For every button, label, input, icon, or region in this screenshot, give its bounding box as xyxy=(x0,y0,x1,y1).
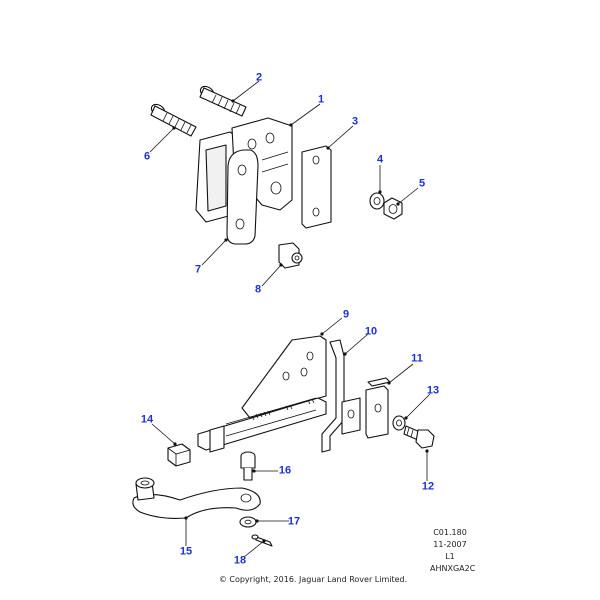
callout-13: 13 xyxy=(426,384,440,397)
callout-10: 10 xyxy=(364,325,378,338)
callout-2: 2 xyxy=(255,71,263,84)
part-16-stud xyxy=(240,451,256,481)
copyright-notice: © Copyright, 2016. Jaguar Land Rover Lim… xyxy=(218,575,408,584)
part-17-washer xyxy=(239,516,257,528)
callout-7: 7 xyxy=(194,263,202,276)
callout-16: 16 xyxy=(278,464,292,477)
callout-14: 14 xyxy=(140,413,154,426)
part-6-bolt xyxy=(150,103,197,137)
callout-1: 1 xyxy=(317,93,325,106)
leader-lines xyxy=(149,80,431,558)
part-11-hinge-bracket xyxy=(341,377,391,439)
part-12-bolt xyxy=(403,425,435,449)
part-2-bolt xyxy=(199,85,247,117)
part-7-hinge-plate xyxy=(226,149,259,245)
part-3-plate xyxy=(301,145,332,229)
figure-level: L1 xyxy=(445,552,455,561)
callout-15: 15 xyxy=(179,545,193,558)
part-18-split-pin xyxy=(251,534,273,547)
callout-11: 11 xyxy=(411,352,423,365)
part-13-washer xyxy=(392,415,406,431)
figure-id: AHNXGA2C xyxy=(430,564,476,573)
callout-5: 5 xyxy=(418,177,426,190)
callout-18: 18 xyxy=(233,554,247,567)
figure-date: 11-2007 xyxy=(433,540,467,549)
part-9-bracket xyxy=(197,335,327,453)
part-14-block xyxy=(167,443,191,467)
callout-4: 4 xyxy=(376,153,384,166)
callout-17: 17 xyxy=(287,515,301,528)
callout-3: 3 xyxy=(351,115,359,128)
figure-code: C01.180 xyxy=(433,528,467,537)
callout-12: 12 xyxy=(421,480,435,493)
part-15-link-arm xyxy=(132,477,261,519)
part-4-washer xyxy=(369,192,385,210)
callout-8: 8 xyxy=(254,283,262,296)
part-8-clip-nut xyxy=(278,242,303,269)
callout-9: 9 xyxy=(342,308,350,321)
callout-6: 6 xyxy=(143,150,151,163)
part-10-rod xyxy=(321,339,345,453)
part-5-nut xyxy=(383,197,403,220)
